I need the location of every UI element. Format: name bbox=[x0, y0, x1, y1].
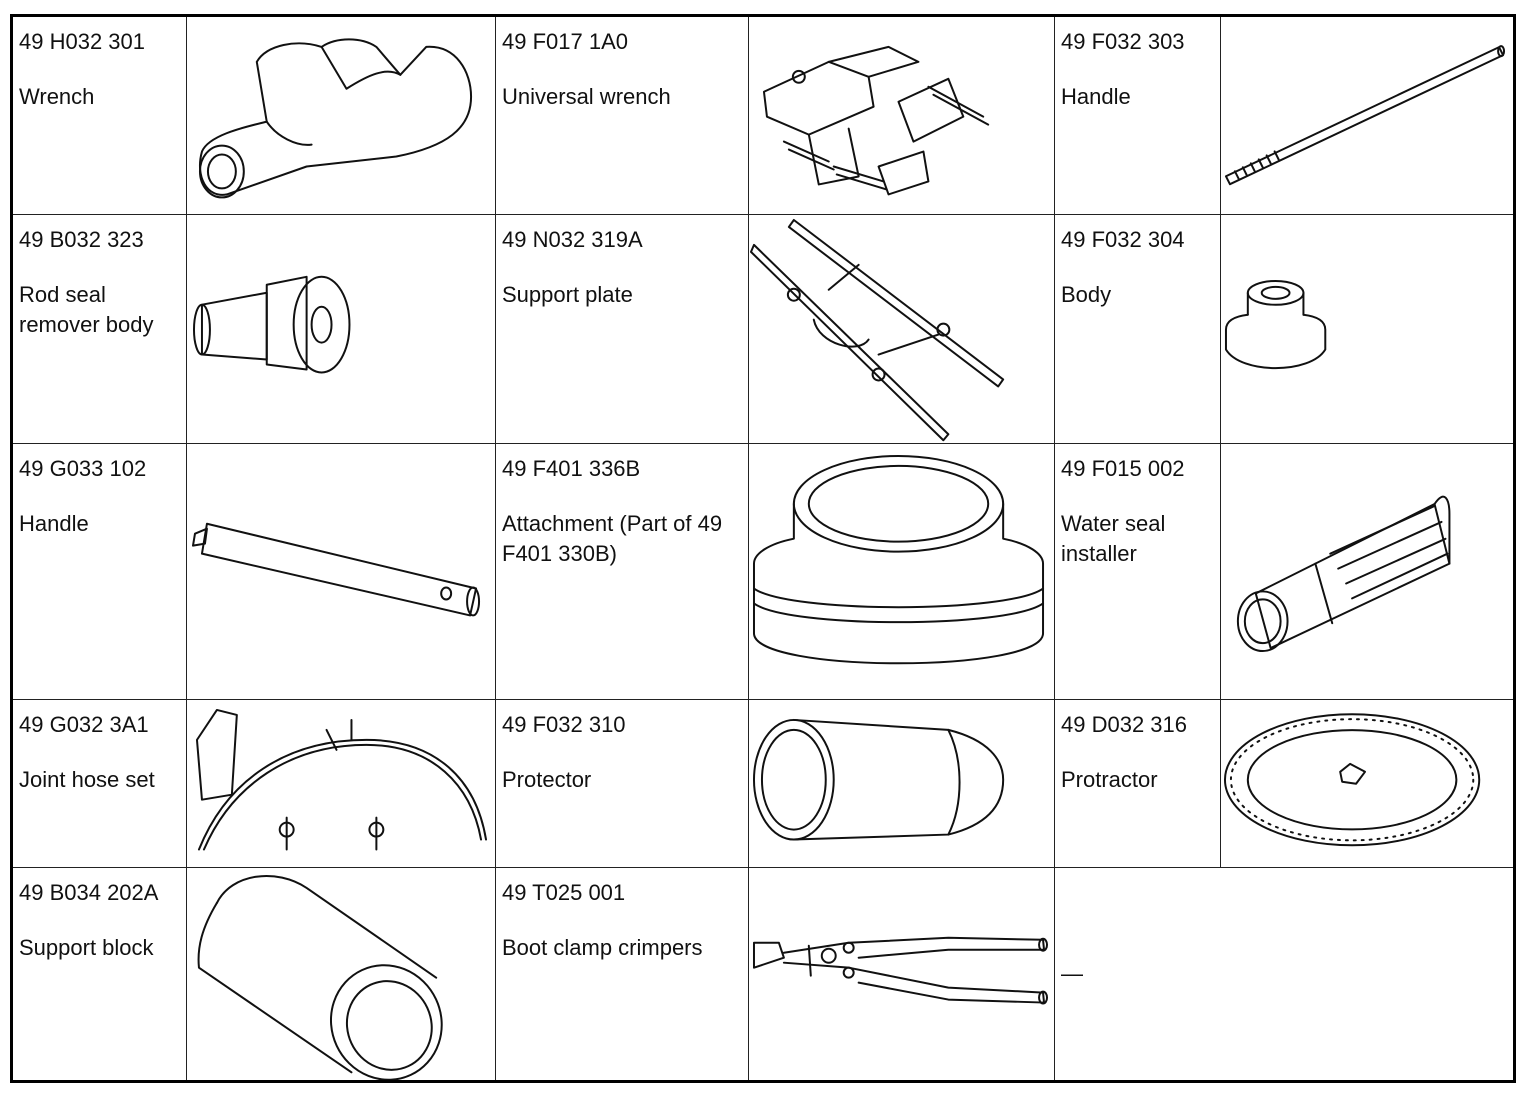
wrench-icon bbox=[198, 38, 473, 199]
part-number: 49 F401 336B bbox=[502, 455, 641, 481]
tool-label-cell: 49 F401 336B Attachment (Part of 49 F401… bbox=[495, 442, 749, 700]
tool-label-cell: 49 F032 310 Protector bbox=[495, 698, 749, 869]
protractor-icon bbox=[1223, 712, 1481, 847]
tool-illustration-cell bbox=[186, 442, 496, 700]
tool-name: Support block bbox=[19, 935, 154, 961]
tool-name: Joint hose set bbox=[19, 766, 155, 792]
tool-illustration-cell bbox=[1220, 214, 1515, 444]
tool-illustration-cell bbox=[748, 14, 1055, 216]
tool-name: Protractor bbox=[1061, 766, 1158, 792]
tool-name: Universal wrench bbox=[502, 84, 671, 109]
tool-illustration-cell bbox=[186, 214, 496, 444]
tool-name: Support plate bbox=[502, 282, 633, 308]
tool-name: Boot clamp crimpers bbox=[502, 935, 703, 961]
boot-clamp-crimpers-icon bbox=[752, 936, 1049, 1005]
universal-wrench-icon bbox=[762, 45, 990, 196]
long-handle-icon bbox=[1224, 45, 1506, 186]
part-number: 49 F032 304 bbox=[1061, 227, 1185, 253]
attachment-icon bbox=[752, 454, 1045, 664]
tool-illustration-cell bbox=[748, 214, 1055, 444]
water-seal-installer-icon bbox=[1236, 495, 1451, 652]
tool-name: Handle bbox=[1061, 84, 1131, 109]
joint-hose-set-icon bbox=[195, 708, 488, 851]
tool-name: Protector bbox=[502, 766, 592, 792]
tool-label-cell: 49 N032 319A Support plate bbox=[495, 214, 749, 444]
body-icon bbox=[1224, 280, 1327, 370]
table-row: 49 B032 323 Rod seal remover body 49 N03… bbox=[11, 214, 1515, 444]
tool-label-cell: 49 F017 1A0 Universal wrench bbox=[495, 14, 749, 216]
part-number: 49 T025 001 bbox=[502, 880, 626, 906]
table-row: 49 G032 3A1 Joint hose set 49 F032 310 P… bbox=[11, 698, 1515, 869]
tool-illustration-cell bbox=[1220, 442, 1515, 700]
tool-label-cell: 49 D032 316 Protractor bbox=[1054, 698, 1221, 869]
protector-icon bbox=[752, 718, 1005, 841]
part-number: 49 B032 323 bbox=[19, 227, 144, 253]
tool-illustration-cell bbox=[1220, 14, 1515, 216]
empty-dash: — bbox=[1061, 960, 1083, 986]
tool-illustration-cell bbox=[748, 442, 1055, 700]
tool-illustration-cell bbox=[1220, 698, 1515, 869]
part-number: 49 H032 301 bbox=[19, 29, 145, 54]
tool-illustration-cell bbox=[748, 867, 1055, 1082]
part-number: 49 F015 002 bbox=[1061, 455, 1185, 481]
part-number: 49 G033 102 bbox=[19, 455, 147, 481]
part-number: 49 G032 3A1 bbox=[19, 711, 149, 737]
tool-name: Attachment (Part of 49 F401 330B) bbox=[502, 510, 723, 566]
part-number: 49 F032 310 bbox=[502, 711, 626, 737]
part-number: 49 F032 303 bbox=[1061, 29, 1185, 54]
tool-label-cell: 49 G033 102 Handle bbox=[11, 442, 187, 700]
tool-illustration-cell bbox=[748, 698, 1055, 869]
special-tools-table: 49 H032 301 Wrench 49 F017 1A0 Universal… bbox=[10, 14, 1516, 1083]
tool-illustration-cell bbox=[186, 867, 496, 1082]
empty-cell: — bbox=[1054, 867, 1515, 1082]
tool-label-cell: 49 F032 303 Handle bbox=[1054, 14, 1221, 216]
rod-seal-remover-body-icon bbox=[192, 276, 351, 374]
tool-name: Water seal installer bbox=[1061, 510, 1166, 566]
support-block-icon bbox=[197, 875, 443, 1080]
tool-illustration-cell bbox=[186, 698, 496, 869]
table-row: 49 B034 202A Support block 49 T025 001 B… bbox=[11, 867, 1515, 1082]
tool-illustration-cell bbox=[186, 14, 496, 216]
tool-label-cell: 49 T025 001 Boot clamp crimpers bbox=[495, 867, 749, 1082]
tool-label-cell: 49 H032 301 Wrench bbox=[11, 14, 187, 216]
tool-name: Handle bbox=[19, 510, 89, 536]
tool-name: Rod seal remover body bbox=[19, 282, 154, 338]
table-row: 49 H032 301 Wrench 49 F017 1A0 Universal… bbox=[11, 14, 1515, 216]
tool-name: Wrench bbox=[19, 84, 95, 109]
support-plate-icon bbox=[749, 219, 1005, 442]
tool-label-cell: 49 B032 323 Rod seal remover body bbox=[11, 214, 187, 444]
tool-label-cell: 49 F032 304 Body bbox=[1054, 214, 1221, 444]
part-number: 49 B034 202A bbox=[19, 880, 159, 906]
tool-name: Body bbox=[1061, 282, 1112, 308]
table-row: 49 G033 102 Handle 49 F401 336B Attachme… bbox=[11, 442, 1515, 700]
handle-bar-icon bbox=[191, 522, 481, 617]
tool-label-cell: 49 B034 202A Support block bbox=[11, 867, 187, 1082]
tool-label-cell: 49 G032 3A1 Joint hose set bbox=[11, 698, 187, 869]
part-number: 49 N032 319A bbox=[502, 227, 643, 253]
part-number: 49 F017 1A0 bbox=[502, 29, 628, 54]
tool-label-cell: 49 F015 002 Water seal installer bbox=[1054, 442, 1221, 700]
part-number: 49 D032 316 bbox=[1061, 711, 1187, 737]
